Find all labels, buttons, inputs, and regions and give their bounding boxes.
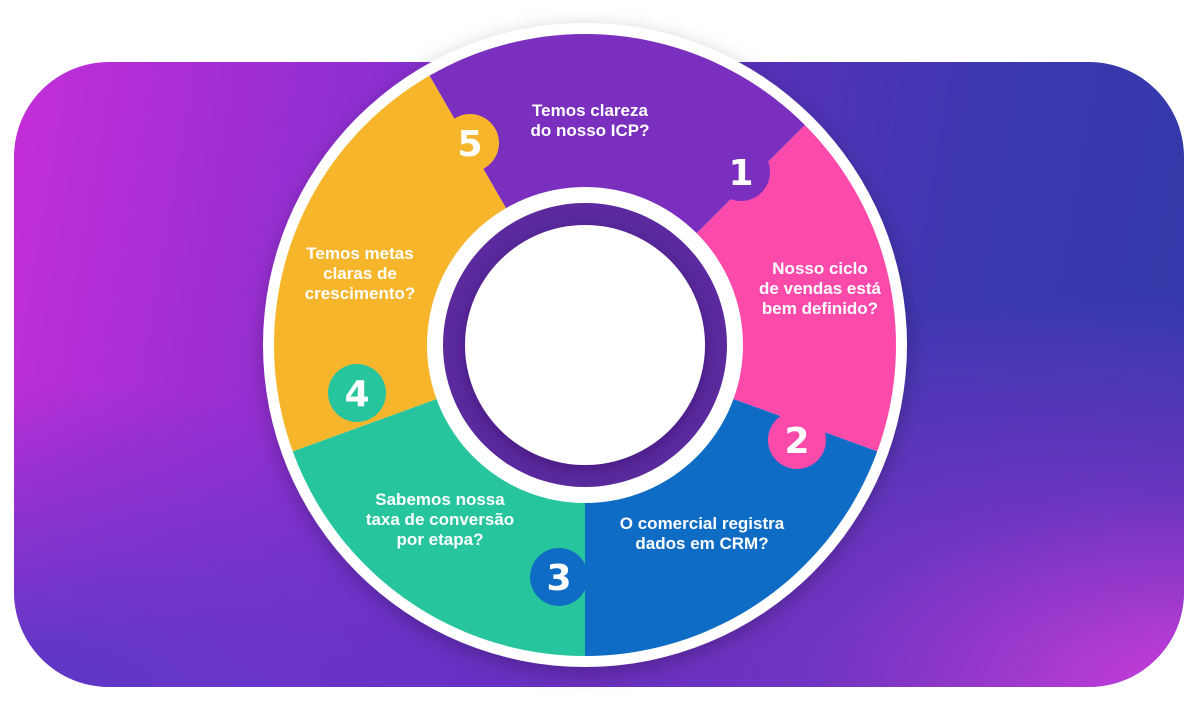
step-number-2: 2 (784, 421, 809, 462)
puzzle-knob-4 (328, 364, 386, 422)
step-number-4: 4 (344, 374, 369, 415)
puzzle-knob-5 (441, 114, 499, 172)
puzzle-segment-1 (415, 34, 826, 345)
step-number-5: 5 (457, 124, 482, 165)
step-number-3: 3 (546, 558, 571, 599)
segment-question-line: O comercial registra (620, 514, 785, 533)
segment-question-line: dados em CRM? (635, 534, 768, 553)
segment-question-line: do nosso ICP? (531, 121, 650, 140)
step-number-1: 1 (728, 153, 753, 194)
segment-question-line: de vendas está (759, 279, 881, 298)
puzzle-knob-1 (712, 143, 770, 201)
segment-question-line: Sabemos nossa (375, 490, 505, 509)
segment-question-line: bem definido? (762, 299, 878, 318)
segment-question-line: Nosso ciclo (772, 259, 867, 278)
segment-question-line: crescimento? (305, 284, 416, 303)
center-circle (465, 225, 705, 465)
puzzle-knob-2 (768, 411, 826, 469)
puzzle-knob-3 (530, 548, 588, 606)
segment-question-line: taxa de conversão (366, 510, 514, 529)
segment-question-line: claras de (323, 264, 397, 283)
segment-question-line: Temos metas (306, 244, 413, 263)
segment-question-line: por etapa? (397, 530, 484, 549)
segment-question-line: Temos clareza (532, 101, 648, 120)
